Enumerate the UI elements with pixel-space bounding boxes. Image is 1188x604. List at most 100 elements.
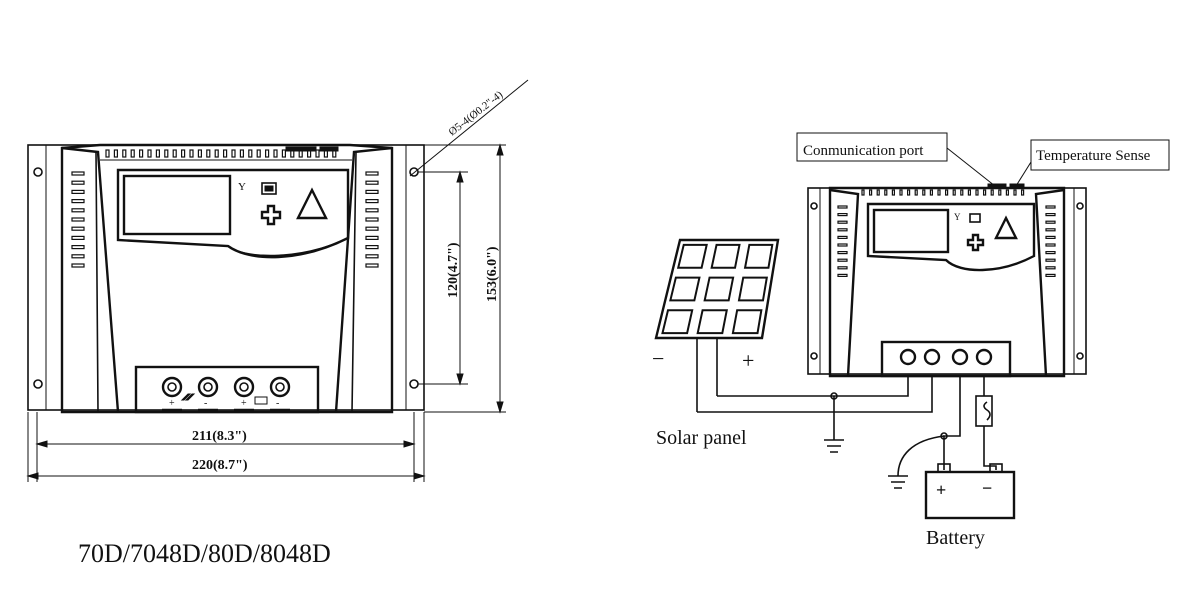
housing-side-panels bbox=[61, 146, 393, 413]
vent-slot-small bbox=[876, 189, 880, 196]
lcd-screen bbox=[122, 174, 232, 236]
battery-plus-sign: + bbox=[936, 480, 946, 500]
battery-ground-wire bbox=[897, 435, 945, 477]
vent-slot bbox=[365, 263, 379, 268]
left-vent-slots-small bbox=[837, 205, 848, 277]
led-indicator-icon: Y bbox=[238, 181, 246, 193]
dim-arrows-220 bbox=[26, 472, 426, 480]
mounting-hole-bottom-right bbox=[409, 379, 419, 389]
vent-slot-small bbox=[837, 235, 848, 239]
battery-minus-sign: − bbox=[982, 478, 992, 498]
button-icon-inner bbox=[264, 185, 274, 192]
vent-slot-small bbox=[837, 213, 848, 217]
warning-triangle-small-icon bbox=[994, 215, 1018, 240]
vent-slot bbox=[206, 149, 211, 158]
vent-slot bbox=[71, 235, 85, 240]
button-icon bbox=[261, 182, 277, 195]
vent-slot bbox=[147, 149, 152, 158]
vent-slot bbox=[71, 189, 85, 194]
warning-triangle-icon bbox=[296, 187, 328, 220]
terminal-small-2 bbox=[923, 348, 941, 366]
terminal-screw-3 bbox=[233, 376, 255, 398]
terminal-screw-4-inner bbox=[275, 382, 285, 392]
vent-slot-small bbox=[1045, 213, 1056, 217]
communication-port-label: Conmunication port bbox=[803, 143, 924, 159]
vent-slot bbox=[71, 171, 85, 176]
dpad-small-icon bbox=[966, 233, 985, 252]
housing-inner-panels bbox=[95, 151, 357, 413]
terminal-symbol-minus-1: - bbox=[204, 398, 207, 409]
vent-slot bbox=[265, 149, 270, 158]
top-vent-slots bbox=[105, 149, 337, 158]
top-vent-slots-small bbox=[861, 189, 1025, 196]
terminal-small-1 bbox=[899, 348, 917, 366]
vent-slot-small bbox=[1013, 189, 1017, 196]
vent-slot bbox=[172, 149, 177, 158]
terminal-symbol-plus-1: + bbox=[169, 398, 175, 409]
vent-slot bbox=[365, 217, 379, 222]
terminal-screw-2 bbox=[197, 376, 219, 398]
vent-slot-small bbox=[990, 189, 994, 196]
hole-leader-line bbox=[409, 79, 529, 177]
hole-small-tl bbox=[810, 202, 818, 210]
vent-slot bbox=[231, 149, 236, 158]
battery-label: Battery bbox=[926, 527, 985, 549]
vent-slot bbox=[315, 149, 320, 158]
vent-slot bbox=[365, 235, 379, 240]
vent-slot bbox=[214, 149, 219, 158]
dim-label-120: 120(4.7") bbox=[446, 242, 461, 298]
vent-slot-small bbox=[1005, 189, 1010, 196]
vent-slot-small bbox=[837, 273, 848, 277]
solar-panel-label: Solar panel bbox=[656, 427, 747, 449]
vent-slot-small bbox=[914, 189, 918, 196]
vent-slot bbox=[189, 149, 194, 158]
button-small-icon bbox=[969, 213, 981, 223]
led-indicator-small-icon: Y bbox=[954, 212, 961, 222]
hole-small-bl bbox=[810, 352, 818, 360]
vent-slot-small bbox=[837, 228, 848, 232]
vent-slot bbox=[197, 149, 202, 158]
terminal-screw-1-inner bbox=[167, 382, 177, 392]
controller-side-panels-small bbox=[829, 188, 1065, 377]
vent-slot bbox=[105, 149, 110, 158]
vent-slot bbox=[71, 208, 85, 213]
vent-slot-small bbox=[1045, 228, 1056, 232]
vent-slot bbox=[365, 226, 379, 231]
vent-slot-small bbox=[837, 251, 848, 255]
dim-arrows-211 bbox=[35, 440, 416, 448]
vent-slot-small bbox=[899, 189, 903, 196]
vent-slot bbox=[155, 149, 160, 158]
vent-slot-small bbox=[1045, 251, 1056, 255]
terminal-block-small bbox=[880, 340, 1012, 378]
vent-slot-small bbox=[998, 189, 1002, 196]
mounting-hole-top-left bbox=[33, 167, 43, 177]
front-view-drawing: Y + - + - bbox=[26, 79, 529, 568]
temperature-sense-label-box bbox=[1030, 139, 1170, 171]
vent-slot-small bbox=[837, 220, 848, 224]
vent-slot bbox=[365, 208, 379, 213]
top-port-left bbox=[285, 146, 317, 152]
vent-slot bbox=[365, 245, 379, 250]
vent-slot bbox=[256, 149, 261, 158]
terminal-small-3 bbox=[951, 348, 969, 366]
vent-slot-small bbox=[1045, 220, 1056, 224]
vent-slot-small bbox=[952, 189, 956, 196]
vent-slot-small bbox=[837, 205, 848, 209]
vent-slot-small bbox=[929, 189, 934, 196]
model-caption: 70D/7048D/80D/8048D bbox=[78, 539, 331, 568]
vent-slot bbox=[130, 149, 135, 158]
ground-symbol-icon bbox=[824, 439, 844, 453]
temperature-sense-leader bbox=[1015, 161, 1032, 187]
vent-slot bbox=[71, 180, 85, 185]
vent-slot-small bbox=[1045, 273, 1056, 277]
terminal-screw-4 bbox=[269, 376, 291, 398]
battery-symbol-icon bbox=[254, 396, 268, 405]
vent-slot bbox=[164, 149, 169, 158]
vent-slot-small bbox=[884, 189, 888, 196]
solar-cell bbox=[661, 309, 694, 335]
wire-battery-plus bbox=[943, 376, 961, 470]
terminal-small-4 bbox=[975, 348, 993, 366]
vent-slot-small bbox=[982, 189, 987, 196]
vent-slot bbox=[365, 189, 379, 194]
